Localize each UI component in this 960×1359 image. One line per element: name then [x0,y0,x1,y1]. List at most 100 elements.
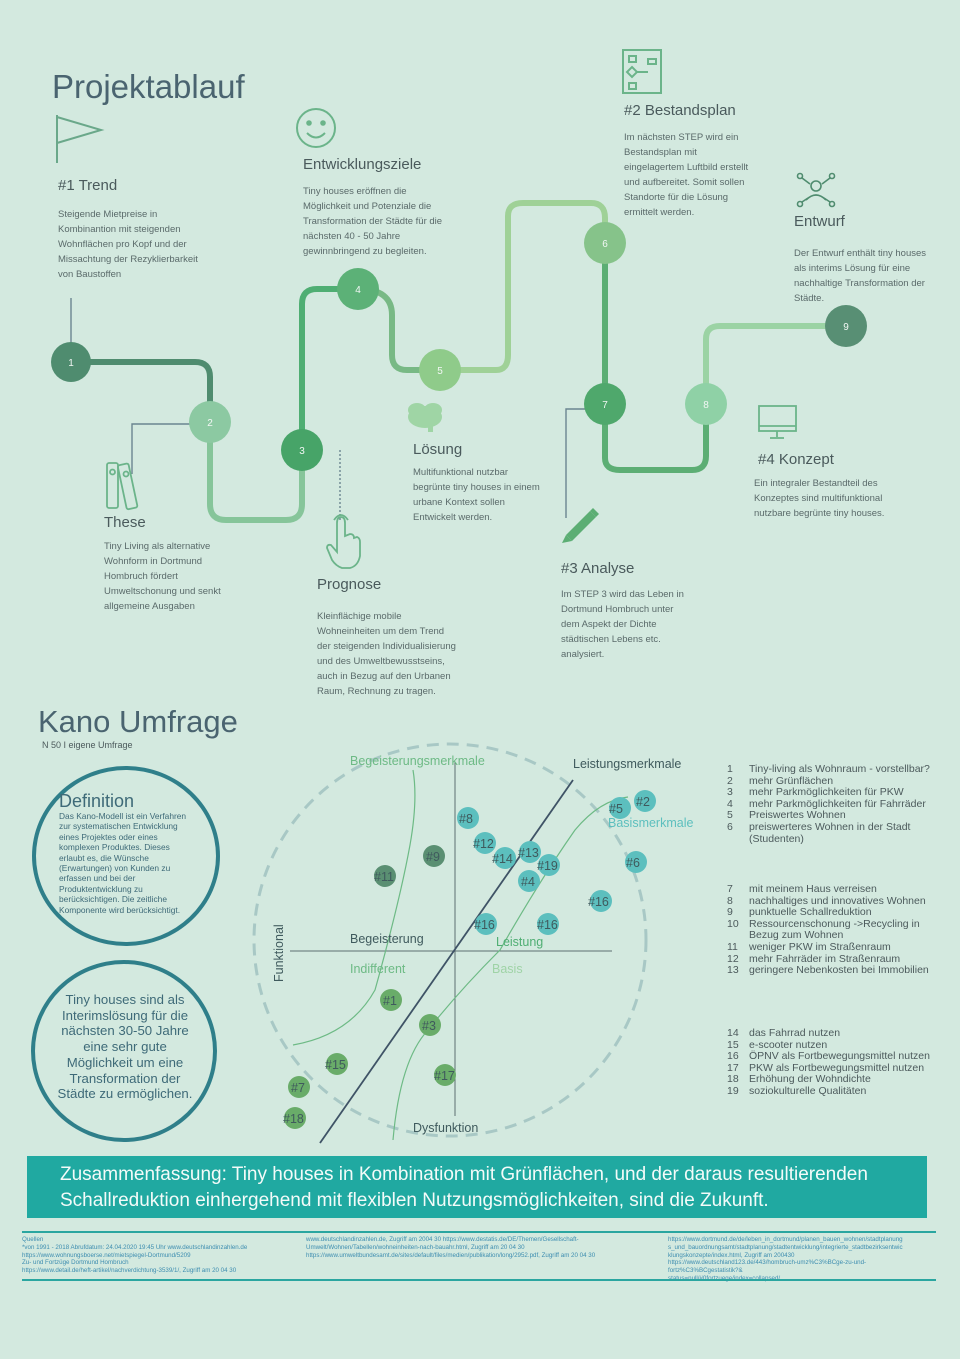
kano-point-label-6: #6 [626,856,640,870]
label-basismerkmale: Basismerkmale [608,816,693,830]
kano-point-16a [590,890,612,912]
kano-point-1 [380,989,402,1011]
step-4-label: 4 [355,285,361,296]
label-basis: Basis [492,962,523,976]
kano-dashed-circle [252,742,648,1138]
sources-col-3: https://www.dortmund.de/de/leben_in_dort… [668,1236,903,1282]
kano-point-8 [457,807,479,829]
step-5-label: 5 [437,366,443,377]
kano-diagram: #5 #2 #6 #16 #8 #12 #13 #14 #19 #4 #16 #… [252,742,693,1144]
step-6-node [584,222,626,264]
kano-point-9 [423,845,445,867]
kano-title: Kano Umfrage [38,704,238,739]
basis-curve [392,796,629,1141]
process-title: Projektablauf [52,68,245,105]
binders-icon [106,462,139,511]
step-1-node [51,342,91,382]
label-funktional: Funktional [272,924,286,982]
step-2-label: 2 [207,418,213,429]
prognose-title: Prognose [317,576,382,593]
begeisterung-curve [292,769,416,1046]
step-8-label: 8 [703,400,709,411]
kano-point-label-16a: #16 [588,895,609,909]
kano-point-label-11: #11 [374,870,394,884]
kano-point-label-5: #5 [609,802,623,816]
kano-point-18 [284,1107,306,1129]
trend-text: Steigende Mietpreise in Kombinantion mit… [58,209,198,280]
entwicklungsziele-title: Entwicklungsziele [303,156,422,173]
kano-point-label-13: #13 [518,846,539,860]
flowchart-icon [622,49,662,94]
kano-point-6 [625,851,647,873]
step-3-node [281,429,323,471]
entwurf-text: Der Entwurf enthält tiny houses als inte… [794,248,927,304]
kano-point-3 [419,1014,441,1036]
summary-banner: Zusammenfassung: Tiny houses in Kombinat… [27,1156,927,1218]
kano-point-label-12: #12 [473,837,494,851]
monitor-icon [758,405,797,439]
flag-icon [56,115,105,163]
touch-hand-icon [326,514,361,569]
bestandsplan-text: Im nächsten STEP wird ein Bestandsplan m… [624,132,749,218]
kano-point-11 [374,865,396,887]
kano-point-label-14: #14 [492,852,513,866]
kano-point-label-16b: #16 [474,918,495,932]
step-9-node [825,305,867,347]
kano-point-12 [474,832,496,854]
step-9-label: 9 [843,322,849,333]
pencil-icon [562,508,599,543]
kano-point-16b [475,913,497,935]
step-2-node [189,401,231,443]
bestandsplan-title: #2 Bestandsplan [624,102,736,119]
step-7-label: 7 [602,400,608,411]
network-person-icon [796,172,836,208]
loesung-text: Multifunktional nutzbar begrünte tiny ho… [413,467,540,523]
kano-point-label-4: #4 [521,875,535,889]
analyse-text: Im STEP 3 wird das Leben in Dortmund Hom… [561,589,684,660]
entwicklungsziele-text: Tiny houses eröffnen die Möglichkeit und… [303,186,443,257]
label-leistung: Leistung [496,935,543,949]
step-3-label: 3 [299,446,305,457]
step-5-node [419,349,461,391]
kano-point-5 [609,797,631,819]
kano-point-7 [288,1076,310,1098]
these-text: Tiny Living als alternative Wohnform in … [104,541,221,612]
prognose-text: Kleinflächige mobile Wohneinheiten um de… [317,611,456,697]
sources-top-divider [22,1231,936,1233]
kano-point-13 [519,841,541,863]
kano-point-4 [518,870,540,892]
kano-point-label-2: #2 [636,795,650,809]
analyse-title: #3 Analyse [561,560,635,577]
kano-point-label-7: #7 [291,1081,305,1095]
konzept-text: Ein integraler Bestandteil des Konzeptes… [754,478,885,519]
kano-point-16c [537,913,559,935]
loesung-title: Lösung [413,441,463,458]
label-begeisterung: Begeisterung [350,932,424,946]
kano-point-2 [634,790,656,812]
definition-title: Definition [59,791,135,811]
kano-subtitle: N 50 I eigene Umfrage [42,740,133,750]
label-dysfunktion: Dysfunktion [413,1121,478,1135]
sources-col-1: Quellen *von 1991 - 2018 Abrufdatum: 24.… [22,1236,248,1275]
brain-icon [408,403,442,432]
kano-point-label-8: #8 [459,812,473,826]
label-begeisterungsmerkmale: Begeisterungsmerkmale [350,754,485,768]
